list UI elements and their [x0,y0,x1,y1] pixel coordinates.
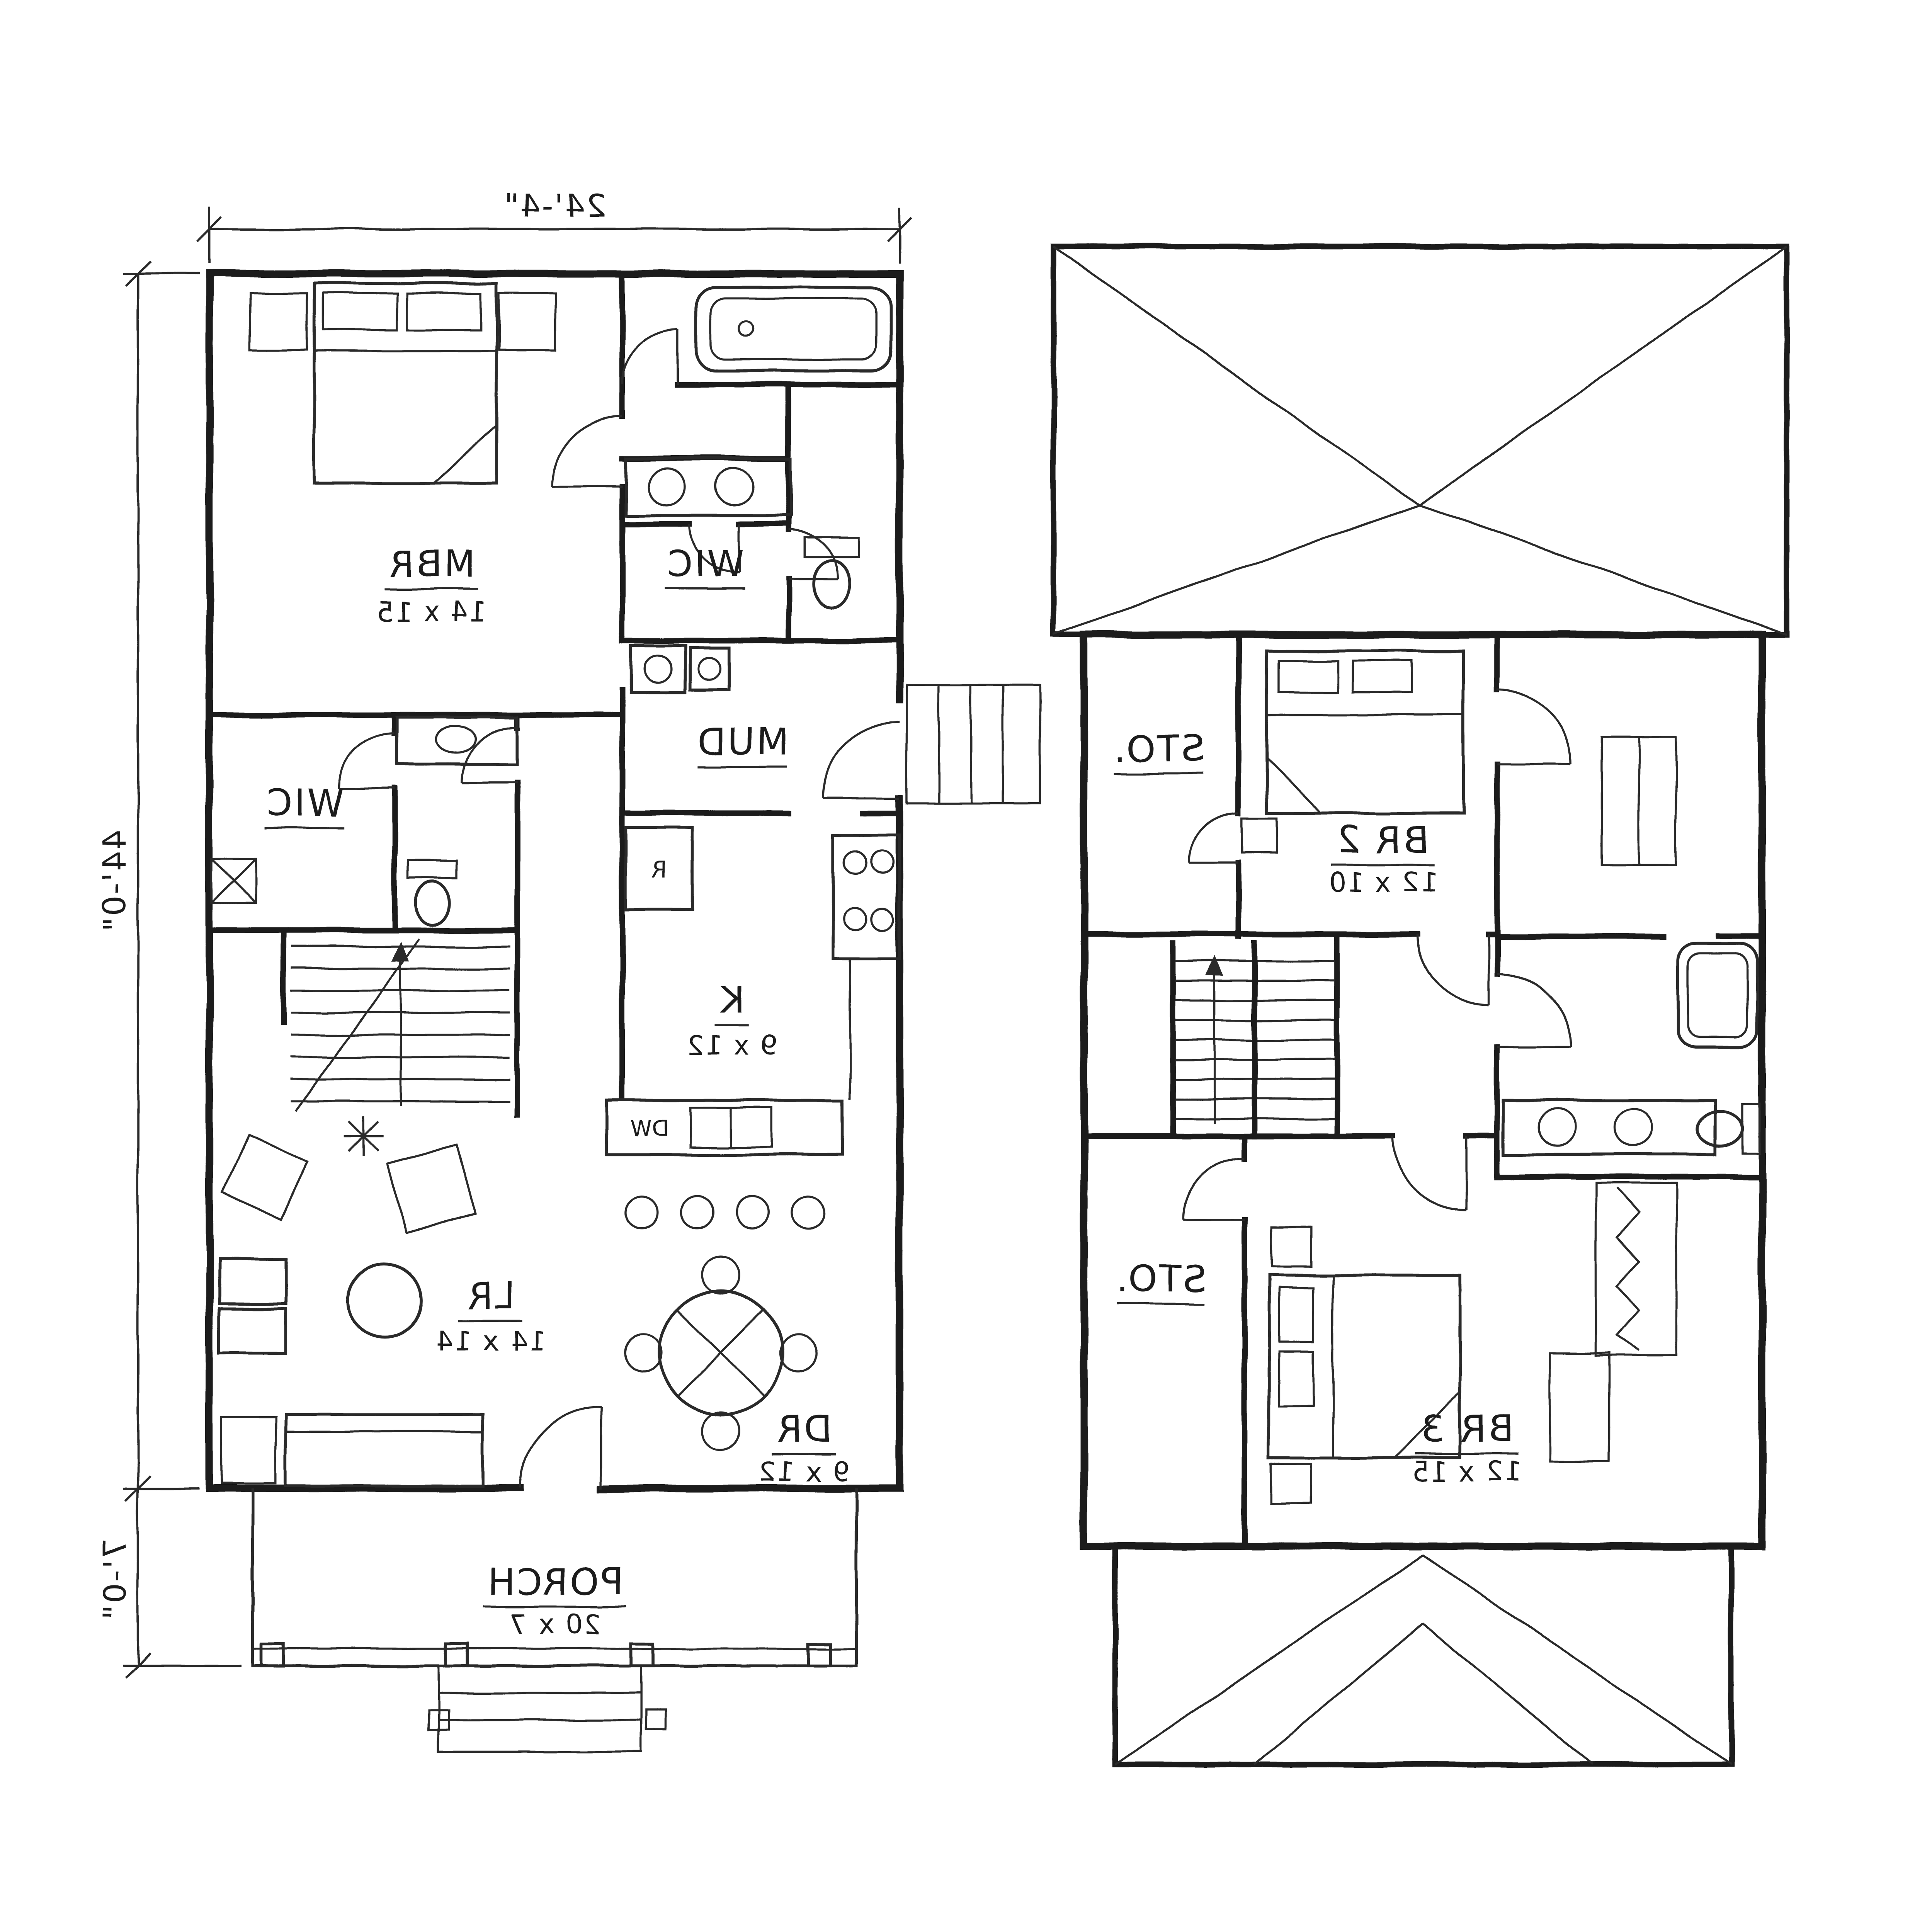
room-wic-upper: WIC [665,542,745,590]
room-storage-lower: STO. [1114,1257,1207,1305]
dining-table-icon [623,1255,818,1450]
toilet-icon [1696,1103,1761,1155]
dim-height-label: 44'-0" [96,829,133,933]
dining-name-label: DR [774,1407,832,1451]
sink-icon [395,716,519,765]
storage-lower-label: STO. [1114,1257,1207,1300]
plant-icon [344,1116,383,1156]
nightstand-icon [1270,1226,1312,1268]
laundry-icon [629,644,731,694]
double-vanity-icon [624,457,793,517]
room-mud: MUD [629,644,788,768]
room-dining: DR 9 x 12 [623,1255,850,1488]
nightstand-icon [1241,817,1278,854]
second-floor-plan: STO. BR 2 12 x 10 [1051,243,1789,1767]
stair-arrow-icon [392,941,409,961]
room-bedroom2: BR 2 12 x 10 [1241,649,1466,899]
mud-label: MUD [695,720,788,763]
living-size-label: 14 x 14 [435,1325,546,1357]
nightstand-icon [249,292,308,351]
toilet-icon [406,859,458,927]
chair-icon [386,1144,476,1234]
kitchen-size-label: 9 x 12 [686,1030,778,1061]
refrigerator-label: R [651,857,667,883]
dim-width-label: 24'-4" [503,187,606,224]
door-swings-second-floor [1182,689,1572,1221]
bedroom2-size-label: 12 x 10 [1327,867,1438,899]
nightstand-icon [1270,1463,1312,1505]
bed-br2-icon [1265,649,1466,815]
dishwasher-label: DW [630,1116,669,1141]
hall-closet-upper [1600,736,1677,866]
stove-icon [831,834,901,960]
exterior-walls-second-floor [1080,631,1766,1550]
ottoman-icon [221,1133,309,1221]
room-bath-second-floor [1502,942,1761,1156]
exterior-walls-first-floor [206,270,903,1492]
stair-arrow-icon [1206,956,1224,976]
dim-line-left [123,260,200,1502]
armchairs-icon [218,1258,287,1355]
bedroom2-name-label: BR 2 [1336,818,1430,862]
nightstand-icon [498,292,557,351]
bathtub-icon [694,286,893,372]
room-bath-middle [395,716,519,927]
roof-outline-lower [1112,1543,1734,1767]
bar-stools-icon [625,1195,826,1230]
room-bedroom3: BR 3 12 x 15 [1267,1182,1678,1505]
mbr-name-label: MBR [387,542,476,585]
room-storage-upper: STO. [1112,727,1205,775]
porch-name-label: PORCH [485,1560,623,1603]
porch-columns-icon [260,1642,832,1668]
bed-br3-icon [1267,1274,1462,1459]
shelf-icon [211,857,257,905]
room-porch: PORCH 20 x 7 [251,1488,858,1753]
toilet-icon [803,536,860,609]
closet-br3-icon [1594,1182,1678,1357]
wic-lower-label: WIC [265,781,344,825]
room-living: LR 14 x 14 [218,1116,546,1488]
room-kitchen: R DW [605,827,901,1230]
porch-size-label: 20 x 7 [508,1609,600,1640]
refrigerator-icon: R [624,827,694,911]
stairs-second-floor [1175,940,1335,1139]
room-mbr: MBR 14 x 15 [249,282,557,628]
roof-outline-upper [1051,243,1789,638]
kitchen-name-label: K [719,978,745,1022]
kitchen-island-icon: DW [605,1099,844,1156]
room-bath-upper [624,286,893,609]
dimension-lines: 24'-4" 44'-0" 7'-0" [96,187,913,1679]
stairs-first-floor [291,938,510,1112]
bed-mbr-icon [249,282,557,485]
dim-line-porch [123,1488,242,1679]
storage-upper-label: STO. [1112,727,1204,770]
room-wic-lower: WIC [211,781,344,905]
porch-steps-icon [427,1665,667,1753]
sofa-icon [221,1413,485,1488]
dining-size-label: 9 x 12 [757,1456,850,1488]
dresser-icon [1549,1352,1611,1463]
bedroom3-name-label: BR 3 [1419,1407,1513,1451]
double-vanity-icon [1502,1099,1717,1156]
door-swings-first-floor [338,328,900,1489]
living-name-label: LR [465,1274,515,1317]
bathtub-icon [1677,942,1759,1049]
bedroom3-size-label: 12 x 15 [1411,1456,1522,1488]
mbr-size-label: 14 x 15 [376,596,487,628]
dim-porch-label: 7'-0" [96,1539,133,1621]
coffee-table-icon [346,1262,423,1340]
stoop-steps [906,684,1041,804]
interior-walls-second-floor [1081,632,1765,1549]
dim-line-top [196,207,913,264]
end-table-icon [221,1416,277,1485]
wic-upper-label: WIC [665,542,744,585]
first-floor-plan: 24'-4" 44'-0" 7'-0" [96,187,1041,1753]
